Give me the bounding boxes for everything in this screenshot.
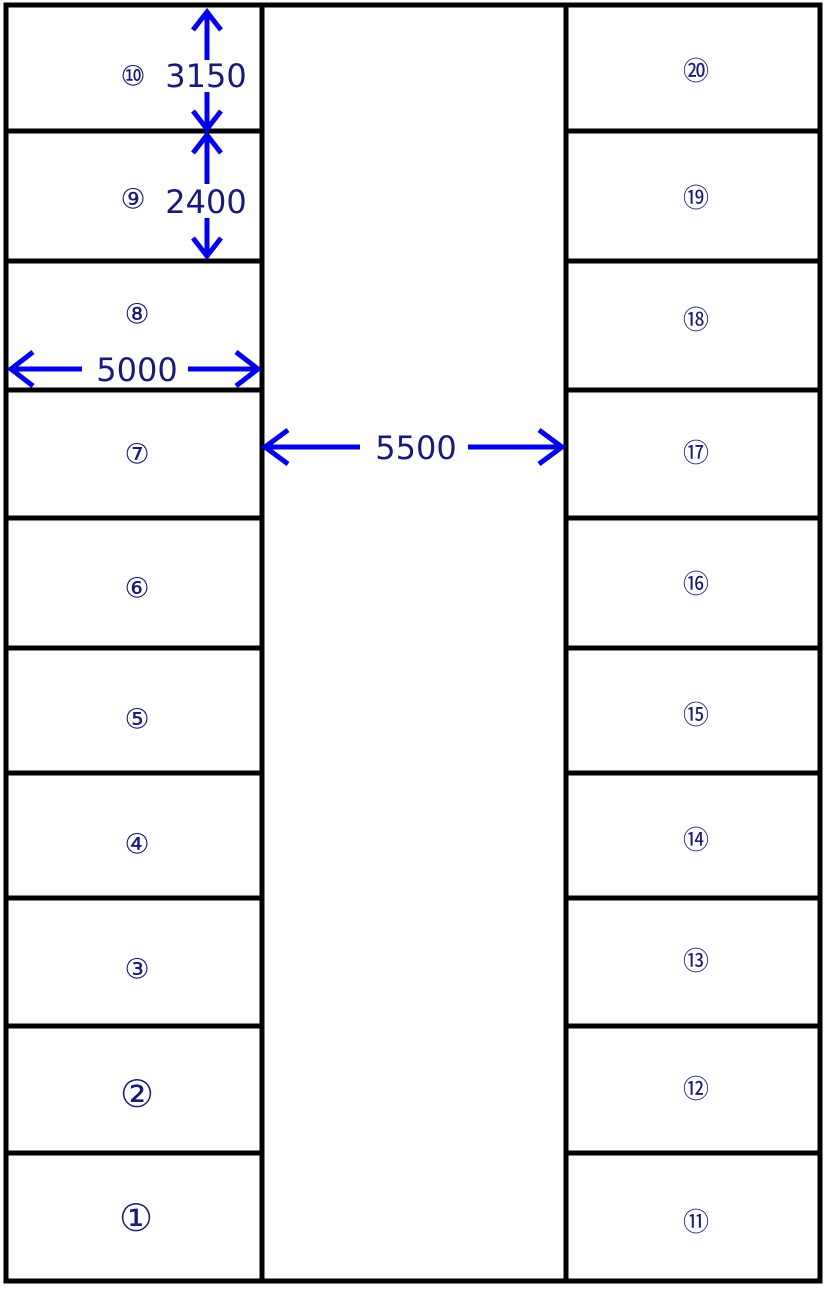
dimension-5500: 5500 (260, 427, 567, 467)
right-column-dividers (566, 128, 820, 1156)
arrowhead-down-icon (191, 109, 223, 134)
slot-label-14: ⑭ (683, 826, 709, 856)
slot-label-10: ⑩ (120, 60, 145, 93)
slot-label-11: ⑪ (683, 1208, 709, 1238)
arrowhead-right-icon (234, 350, 263, 388)
slot-label-17: ⑰ (683, 439, 709, 469)
outer-boundary (3, 2, 823, 1284)
slot-label-6: ⑥ (124, 572, 149, 605)
arrowhead-left-icon (6, 350, 35, 388)
arrowhead-up-icon (191, 130, 223, 155)
arrowhead-up-icon (191, 7, 223, 32)
right-column-labels: ⑳ ⑲ ⑱ ⑰ ⑯ ⑮ ⑭ ⑬ ⑫ ⑪ (683, 57, 709, 1238)
slot-label-3: ③ (124, 953, 149, 986)
dimension-label-5000: 5000 (96, 351, 177, 389)
arrowhead-right-icon (537, 427, 567, 467)
slot-label-1: ① (119, 1196, 153, 1240)
slot-label-20: ⑳ (683, 57, 709, 87)
left-column-labels: ⑩ ⑨ ⑧ ⑦ ⑥ ⑤ ④ ③ ② ① (119, 60, 154, 1241)
dimension-3150: 3150 (165, 7, 247, 134)
left-column-dividers (6, 128, 262, 1156)
slot-label-19: ⑲ (683, 184, 709, 214)
slot-label-7: ⑦ (124, 438, 149, 471)
slot-label-2: ② (120, 1072, 154, 1116)
slot-label-18: ⑱ (683, 306, 709, 336)
dimension-label-2400: 2400 (165, 183, 246, 221)
slot-label-16: ⑯ (683, 570, 709, 600)
slot-label-15: ⑮ (683, 701, 709, 731)
slot-label-4: ④ (124, 828, 149, 861)
slot-label-8: ⑧ (124, 298, 149, 331)
dimension-2400: 2400 (165, 130, 247, 261)
slot-label-5: ⑤ (124, 703, 149, 736)
dimension-label-5500: 5500 (375, 429, 456, 467)
arrowhead-down-icon (191, 236, 223, 261)
slot-label-9: ⑨ (120, 183, 145, 216)
slot-label-12: ⑫ (683, 1075, 709, 1105)
arrowhead-left-icon (260, 427, 290, 467)
dimension-label-3150: 3150 (165, 57, 246, 95)
dimension-5000: 5000 (6, 350, 263, 389)
slot-label-13: ⑬ (683, 947, 709, 977)
